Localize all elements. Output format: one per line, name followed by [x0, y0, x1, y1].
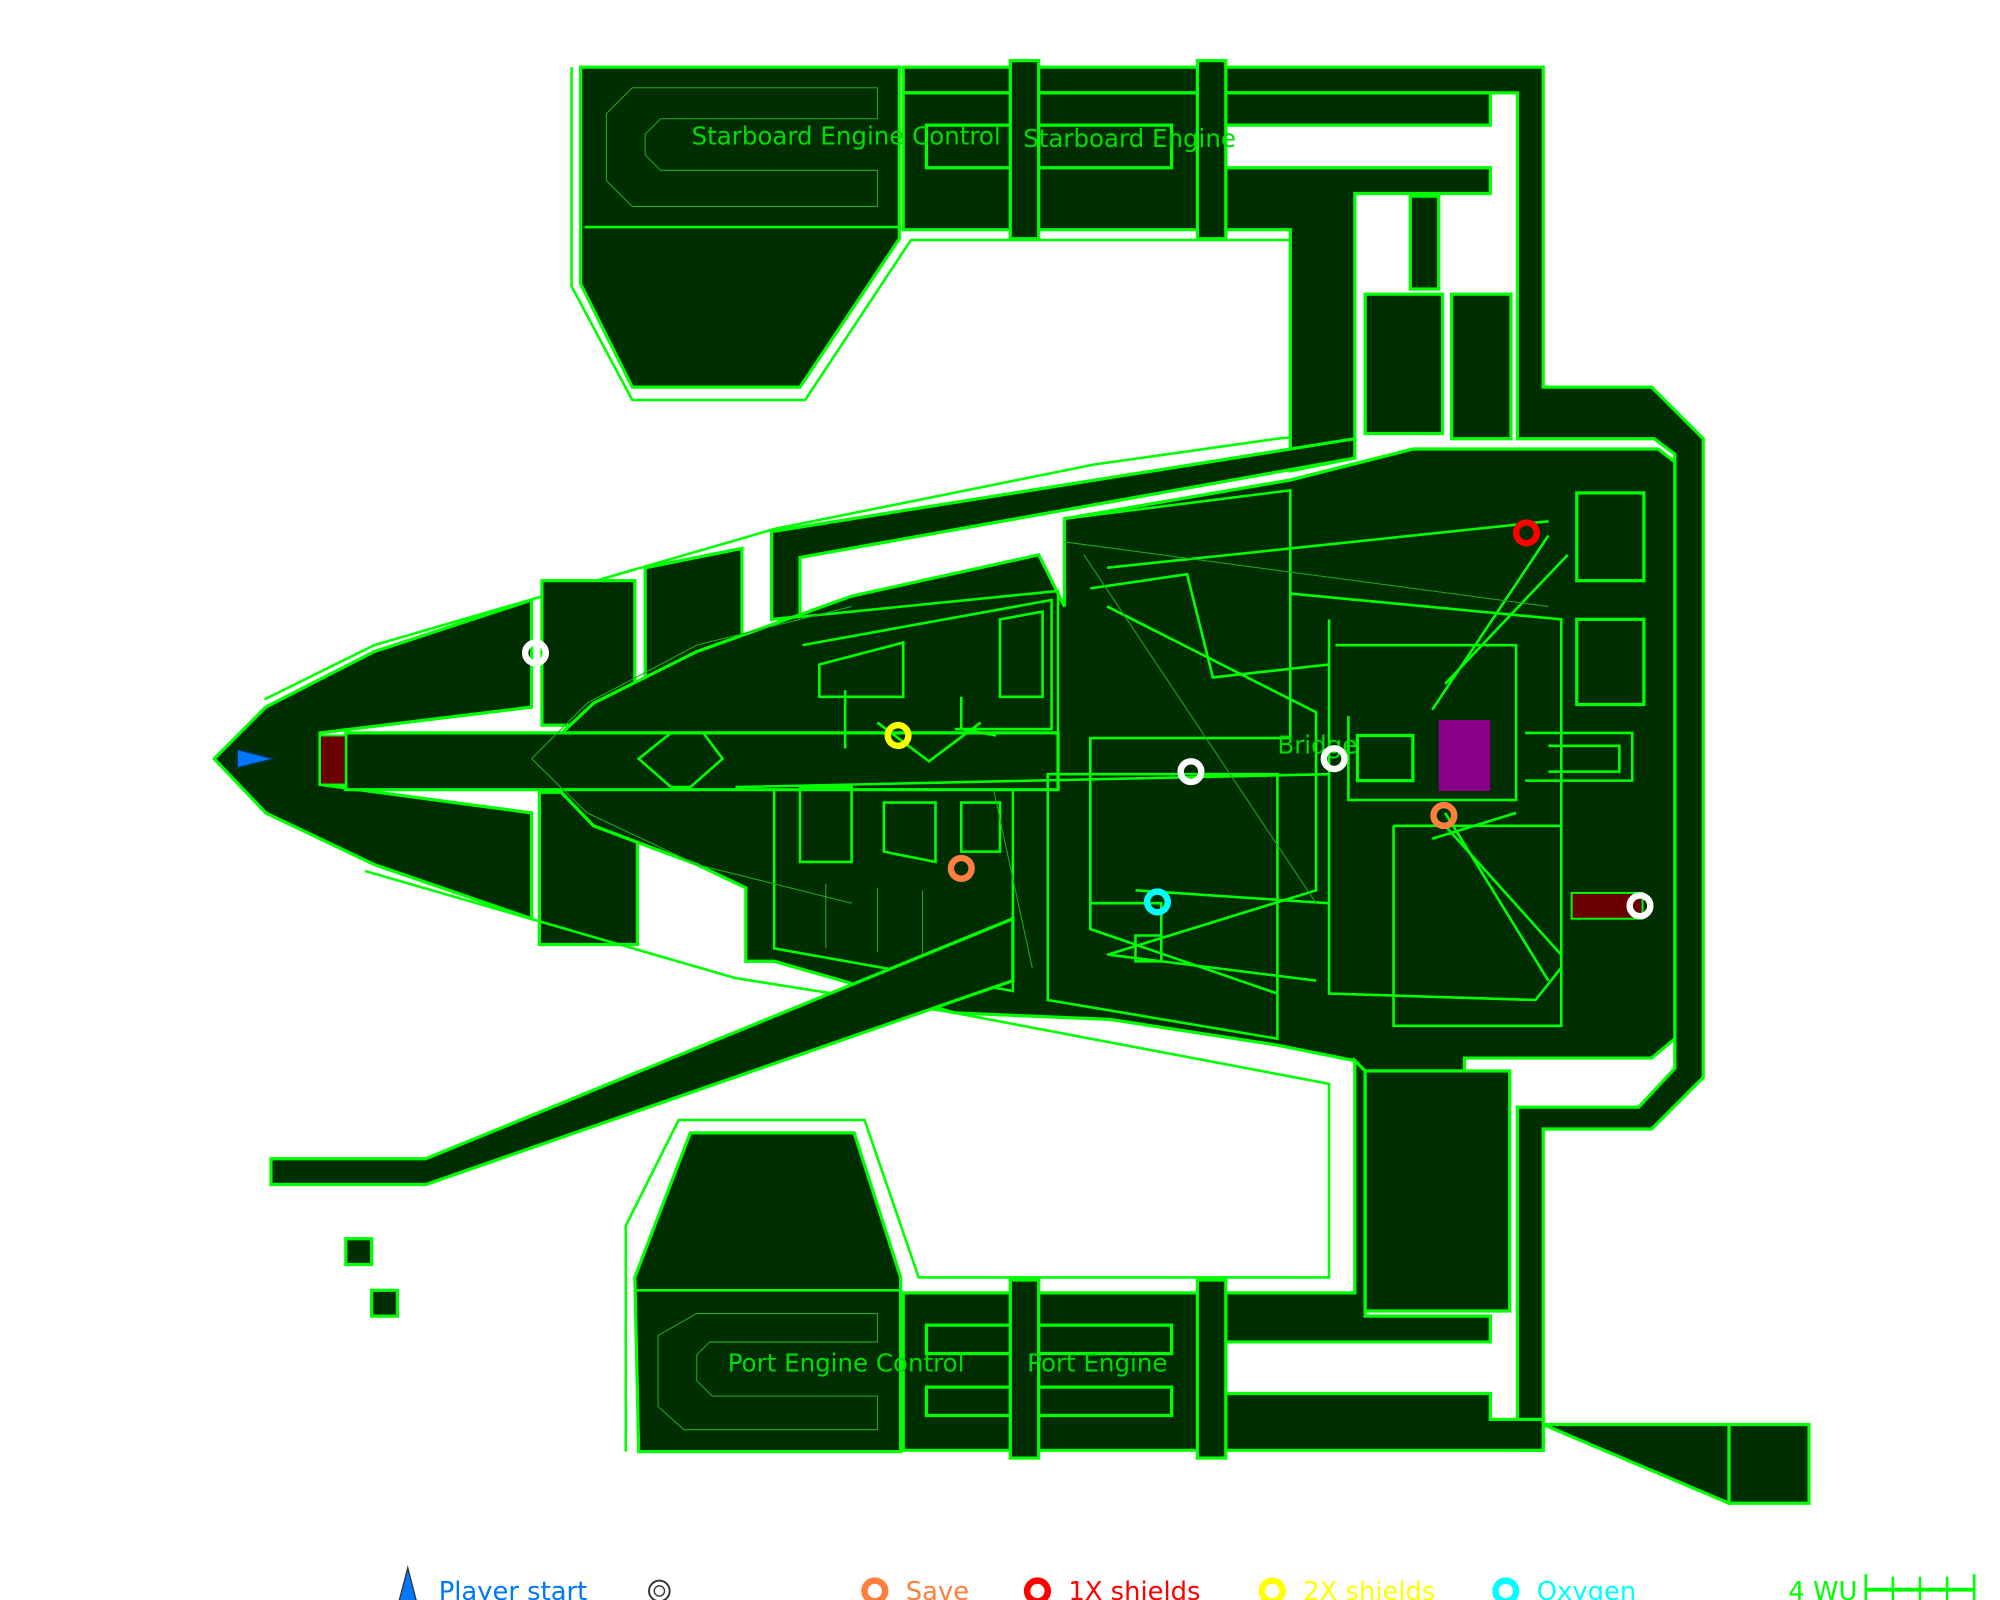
legend-save: Save	[906, 1577, 969, 1600]
legend-generic-icon	[648, 1579, 671, 1600]
legend-shields-2x-icon	[1258, 1577, 1286, 1600]
room-label-port-engine-control: Port Engine Control	[728, 1349, 965, 1378]
generic-pickup-icon	[1626, 892, 1654, 920]
map-markers	[521, 519, 1654, 920]
lower-strut	[269, 916, 1015, 1187]
shields-1x-icon	[1512, 519, 1540, 547]
interior-structure	[364, 488, 1634, 1452]
central-hull	[529, 447, 1677, 1073]
upper-hull-corridor	[770, 436, 1357, 622]
shields-2x-icon	[884, 721, 912, 750]
legend-oxygen: Oxygen	[1537, 1577, 1636, 1600]
save-point-icon	[947, 854, 975, 882]
legend-shields-1x-icon	[1023, 1577, 1051, 1600]
room-label-port-engine: Port Engine	[1027, 1349, 1167, 1378]
player-start-icon	[236, 748, 274, 769]
starboard-engine-room	[901, 59, 1705, 1452]
oxygen-icon	[1143, 888, 1171, 916]
port-engine-room	[901, 1056, 1811, 1506]
room-label-starboard-engine-control: Starboard Engine Control	[692, 122, 1001, 151]
legend-oxygen-icon	[1492, 1577, 1520, 1600]
legend: Player start Save 1X shields 2X shields …	[398, 1565, 1976, 1600]
legend-player-start-icon	[398, 1565, 417, 1600]
legend-scale-label: 4 WU	[1788, 1577, 1857, 1600]
starboard-engine-control-room	[570, 65, 1327, 440]
room-label-starboard-engine: Starboard Engine	[1023, 124, 1236, 153]
generic-pickup-icon	[521, 639, 550, 667]
legend-shields-2x: 2X shields	[1303, 1577, 1435, 1600]
port-engine-control-room	[633, 1131, 903, 1454]
save-point-icon	[1430, 801, 1458, 830]
legend-player-start: Player start	[439, 1577, 588, 1600]
legend-shields-1x: 1X shields	[1068, 1577, 1200, 1600]
generic-pickup-icon	[1177, 758, 1205, 786]
scale-bar	[1864, 1574, 1976, 1600]
legend-save-icon	[861, 1577, 889, 1600]
generic-pickup-icon	[1320, 745, 1348, 773]
